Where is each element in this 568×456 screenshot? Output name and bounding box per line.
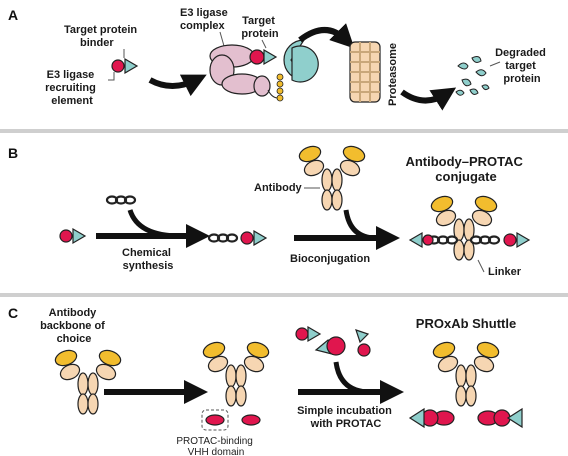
free-protac-molecules <box>295 325 371 357</box>
proteasome <box>349 41 381 103</box>
divider-ab <box>0 129 568 133</box>
backbone-label: Antibody backbone of choice <box>40 307 108 345</box>
divider-bc <box>0 293 568 297</box>
proxab-shuttle <box>408 339 523 429</box>
arrow-a3 <box>400 87 457 111</box>
bioconj-arrow-feed <box>343 209 377 241</box>
chem-label: Chemical synthesis <box>122 247 174 272</box>
antibody-with-vhh <box>200 339 272 426</box>
panel-c-letter: C <box>8 305 18 321</box>
incubation-label: Simple incubation with PROTAC <box>297 405 395 430</box>
linker-molecule <box>105 195 137 205</box>
linker-label: Linker <box>488 266 522 278</box>
e3-complex-label: E3 ligase complex <box>180 7 231 32</box>
protac-molecule-b <box>59 228 86 244</box>
antibody-backbone <box>52 347 124 415</box>
linker-protac-head <box>240 230 267 246</box>
vhh-label: PROTAC-binding VHH domain <box>176 436 255 456</box>
degraded-fragments <box>455 56 490 96</box>
proxab-title: PROxAb Shuttle <box>416 316 516 331</box>
linker-protac-linker <box>207 233 239 243</box>
bioconj-label: Bioconjugation <box>290 253 370 265</box>
e3-ligase-complex <box>209 39 319 102</box>
vhh-highlight <box>201 409 229 431</box>
binder-label: Target protein binder <box>64 24 140 49</box>
antibody-protac-conjugate <box>408 193 531 261</box>
antibody-b <box>296 143 368 211</box>
target-label: Target protein <box>241 15 279 40</box>
conjugate-title: Antibody–PROTAC conjugate <box>405 154 526 184</box>
incubation-arrow-feed <box>333 361 371 395</box>
chem-arrow-feed <box>127 209 181 239</box>
arrow-a1 <box>148 74 207 97</box>
panel-a-letter: A <box>8 7 18 23</box>
antibody-label: Antibody <box>254 182 303 194</box>
e3-recruit-leader <box>108 72 115 81</box>
panel-b-letter: B <box>8 145 18 161</box>
protac-molecule-a <box>111 58 138 74</box>
proteasome-label: Proteasome <box>387 43 399 106</box>
arrow-a2 <box>298 23 355 49</box>
e3-recruit-label: E3 ligase recruiting element <box>45 69 99 107</box>
degraded-label: Degraded target protein <box>495 47 549 85</box>
